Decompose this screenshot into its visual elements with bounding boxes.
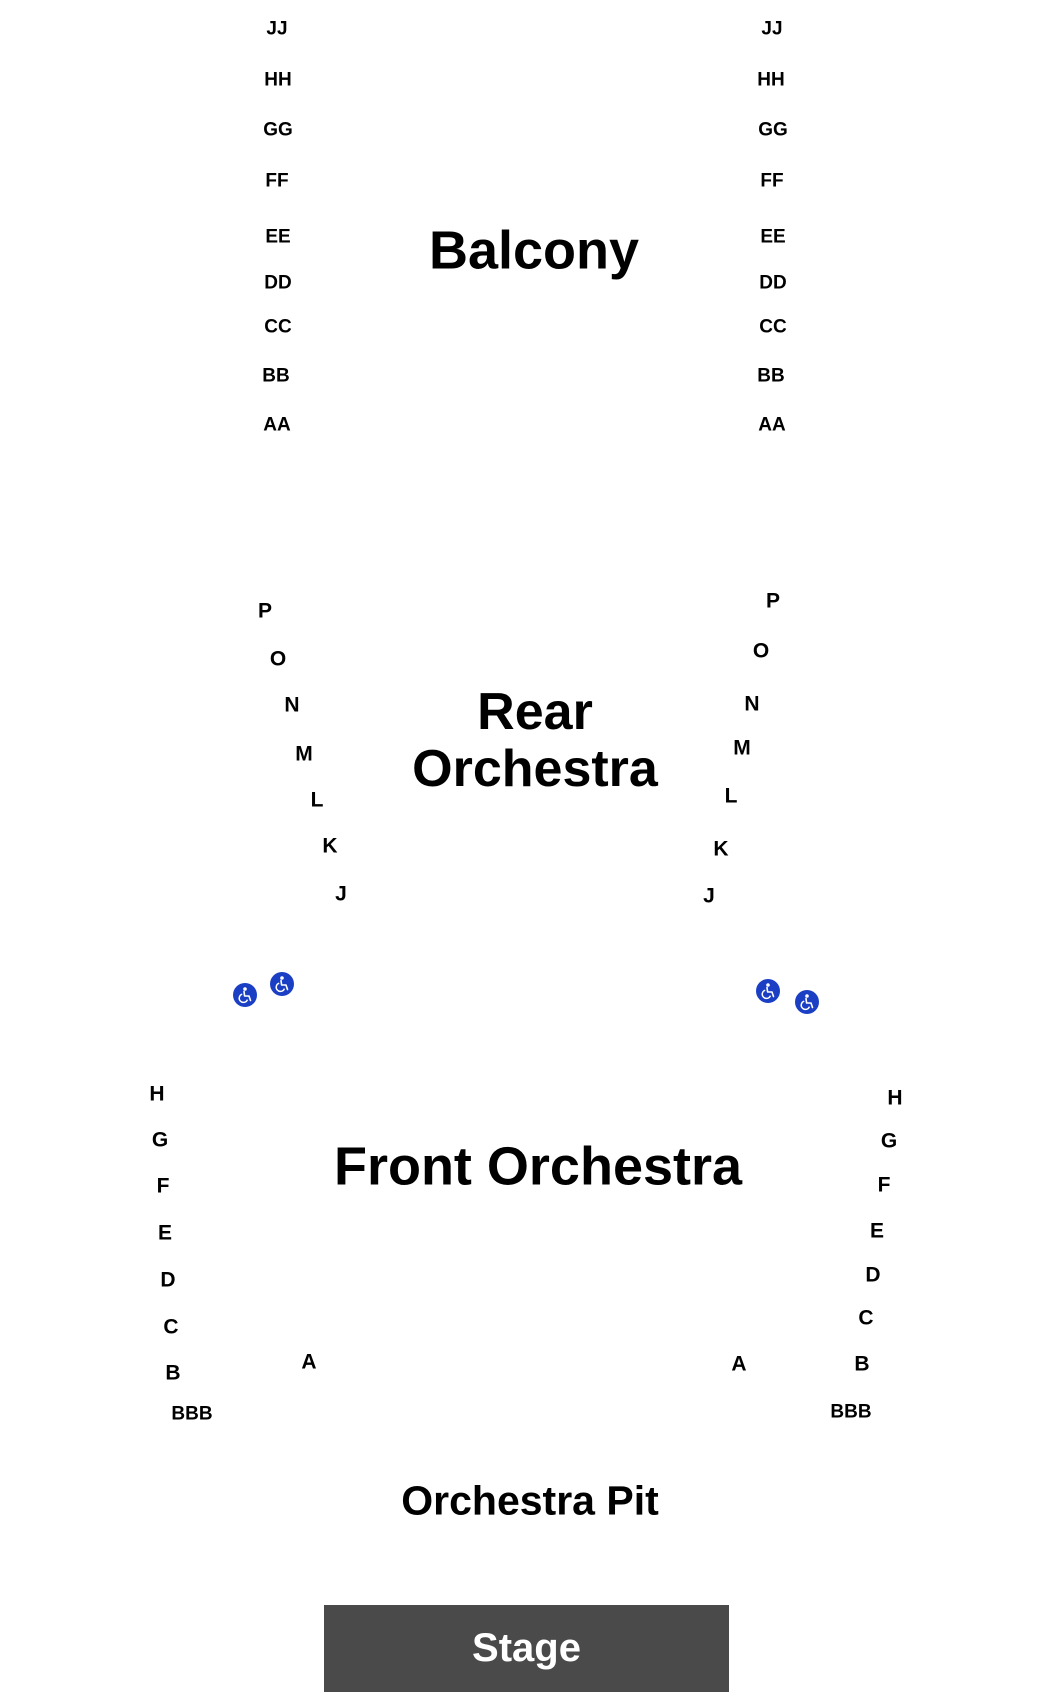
row-label: GG xyxy=(263,119,293,141)
row-label: E xyxy=(869,1219,885,1243)
row-label: HH xyxy=(757,69,785,91)
row-label: D xyxy=(160,1268,176,1292)
row-label: O xyxy=(269,647,287,671)
wheelchair-icon[interactable] xyxy=(795,990,819,1014)
section-rear-orchestra-line2: Orchestra xyxy=(412,740,658,798)
row-label: C xyxy=(163,1315,179,1339)
row-label: P xyxy=(257,599,273,623)
row-label: C xyxy=(858,1306,874,1330)
row-label: AA xyxy=(263,414,291,436)
row-label: JJ xyxy=(266,18,288,40)
row-label: CC xyxy=(264,316,292,338)
stage-label: Stage xyxy=(472,1626,581,1670)
row-label: F xyxy=(877,1173,891,1197)
row-label: L xyxy=(310,788,324,812)
row-label: CC xyxy=(759,316,787,338)
wheelchair-icon[interactable] xyxy=(756,979,780,1003)
row-label: BBB xyxy=(830,1401,872,1423)
row-label: BB xyxy=(262,365,290,387)
row-label: EE xyxy=(760,226,786,248)
row-label: J xyxy=(703,884,715,908)
wheelchair-icon[interactable] xyxy=(270,972,294,996)
row-label: N xyxy=(284,693,300,717)
row-label: P xyxy=(765,589,781,613)
row-label: JJ xyxy=(761,18,783,40)
row-label: G xyxy=(151,1128,169,1152)
row-label: B xyxy=(854,1352,870,1376)
row-label: J xyxy=(335,882,347,906)
row-label: FF xyxy=(265,170,289,192)
row-label: A xyxy=(731,1352,747,1376)
section-balcony[interactable]: Balcony xyxy=(428,220,640,281)
row-label: BB xyxy=(757,365,785,387)
row-label: EE xyxy=(265,226,291,248)
row-label: GG xyxy=(758,119,788,141)
row-label: H xyxy=(149,1082,165,1106)
row-label: G xyxy=(880,1129,898,1153)
row-label: DD xyxy=(264,272,292,294)
row-label: O xyxy=(752,639,770,663)
row-label: DD xyxy=(759,272,787,294)
stage: Stage xyxy=(324,1605,729,1692)
row-label: B xyxy=(165,1361,181,1385)
row-label: AA xyxy=(758,414,786,436)
row-label: K xyxy=(713,837,729,861)
section-rear-orchestra[interactable]: Rear Orchestra xyxy=(412,682,658,798)
section-orchestra-pit[interactable]: Orchestra Pit xyxy=(401,1477,659,1524)
row-label: E xyxy=(157,1221,173,1245)
row-label: K xyxy=(322,834,338,858)
row-label: BBB xyxy=(171,1403,213,1425)
row-label: FF xyxy=(760,170,784,192)
wheelchair-icon[interactable] xyxy=(233,983,257,1007)
row-label: D xyxy=(865,1263,881,1287)
section-rear-orchestra-line1: Rear xyxy=(477,682,593,741)
row-label: A xyxy=(301,1350,317,1374)
row-label: M xyxy=(295,742,313,766)
row-label: HH xyxy=(264,69,292,91)
row-label: N xyxy=(744,692,760,716)
row-label: F xyxy=(156,1174,170,1198)
row-label: M xyxy=(733,736,751,760)
row-label: H xyxy=(887,1086,903,1110)
row-label: L xyxy=(724,784,738,808)
section-front-orchestra[interactable]: Front Orchestra xyxy=(333,1136,743,1197)
